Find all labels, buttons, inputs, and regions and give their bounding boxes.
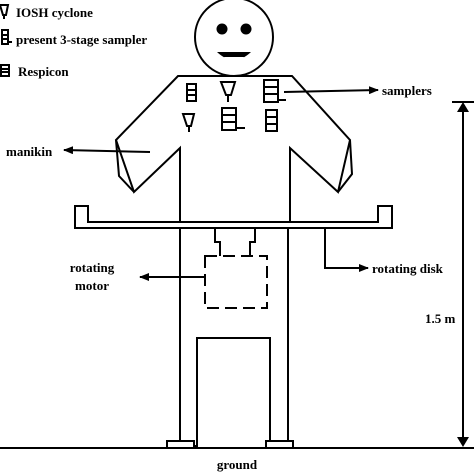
- height-label: 1.5 m: [425, 311, 456, 326]
- samplers-arrow: [283, 86, 379, 95]
- three-stage-sampler-icon: [263, 79, 286, 103]
- height-dimension: [452, 101, 474, 447]
- iosh-cyclone-icon: [181, 113, 196, 132]
- leader-arrows: [63, 86, 379, 281]
- manikin-figure: [74, 0, 393, 449]
- three-stage-sampler-icon: [1, 29, 12, 45]
- left-foot: [166, 440, 195, 449]
- rotating-disk-label: rotating disk: [372, 261, 444, 276]
- right-eye: [240, 23, 252, 35]
- rotating-motor: [204, 255, 268, 309]
- legend-label-three-stage-sampler: present 3-stage sampler: [16, 32, 147, 47]
- teeth: [224, 57, 244, 60]
- legend-label-respicon: Respicon: [18, 64, 69, 79]
- manikin-torso: [114, 75, 352, 223]
- right-foot: [265, 440, 294, 449]
- legend: IOSH cyclone present 3-stage sampler Res…: [0, 4, 147, 79]
- iosh-cyclone-icon: [219, 81, 237, 102]
- rotating-motor-label-line2: motor: [75, 278, 109, 293]
- ground-label: ground: [217, 457, 258, 472]
- respicon-icon: [265, 109, 278, 132]
- disk-arrow: [324, 228, 369, 272]
- manikin-arrow: [63, 146, 151, 155]
- rotating-motor-label-line1: rotating: [70, 260, 115, 275]
- legend-label-iosh-cyclone: IOSH cyclone: [16, 5, 93, 20]
- chest-samplers: [181, 79, 286, 132]
- respicon-icon: [186, 83, 197, 102]
- iosh-cyclone-icon: [0, 4, 10, 19]
- manikin-legs: [179, 228, 289, 447]
- respicon-icon: [0, 64, 10, 77]
- right-hand: [337, 139, 354, 193]
- manikin-head: [194, 0, 274, 77]
- left-eye: [216, 23, 228, 35]
- manikin-label: manikin: [6, 144, 53, 159]
- samplers-label: samplers: [382, 83, 432, 98]
- three-stage-sampler-icon: [221, 107, 245, 131]
